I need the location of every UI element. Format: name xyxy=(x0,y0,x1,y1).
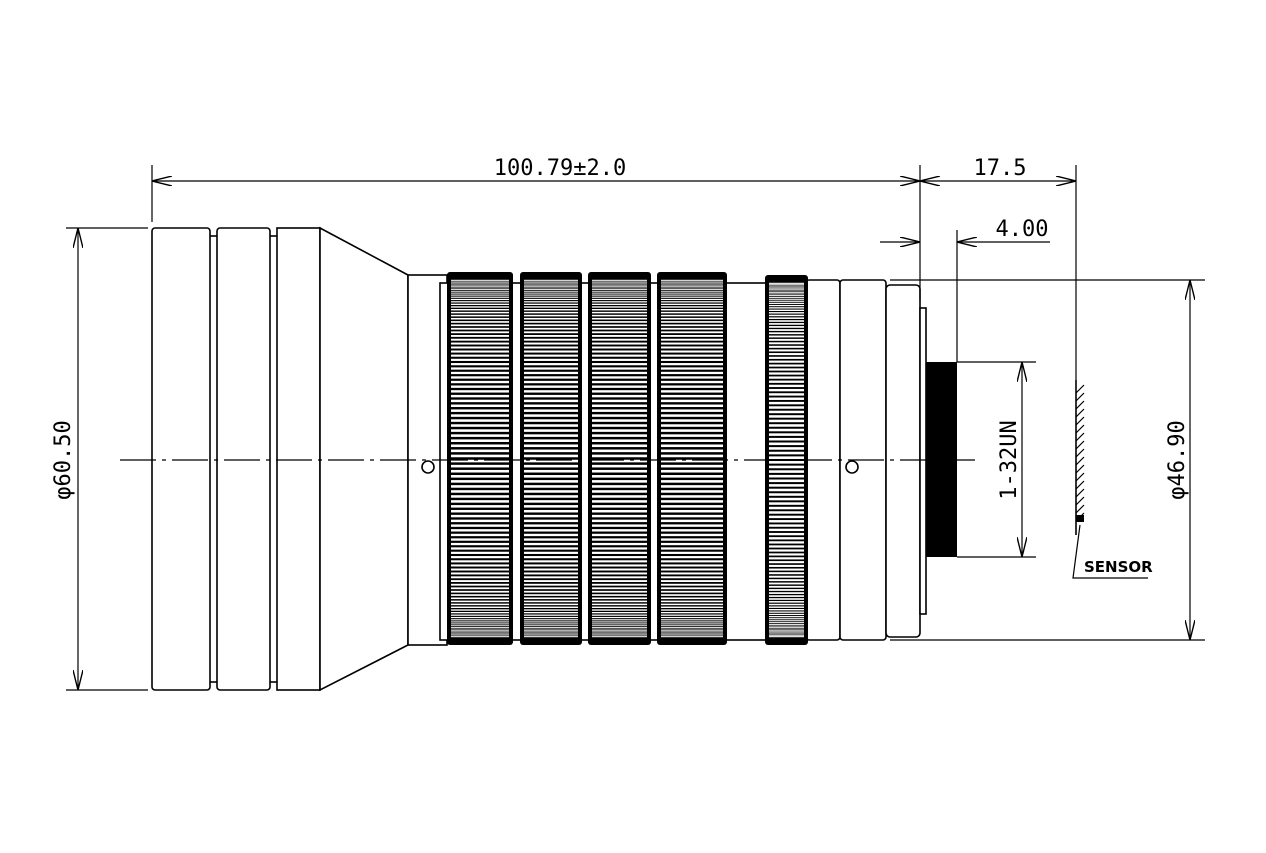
knurl-ring-2[interactable] xyxy=(520,272,582,645)
index-mark-icon-2 xyxy=(845,460,859,474)
rear-ring-3 xyxy=(885,284,921,638)
thread-label: 1-32UN xyxy=(997,420,1022,499)
mount-flange xyxy=(919,307,927,615)
flange-depth-label: 4.00 xyxy=(996,217,1049,242)
dim-flange-depth: 4.00 xyxy=(880,217,1050,362)
focus-zoom-rings xyxy=(447,272,808,645)
front-rings xyxy=(151,227,321,691)
back-focal-label: 17.5 xyxy=(974,156,1027,181)
overall-length-label: 100.79±2.0 xyxy=(494,156,626,181)
knurl-ring-3[interactable] xyxy=(588,272,651,645)
index-mark-icon xyxy=(421,460,435,474)
sensor-label: SENSOR xyxy=(1084,558,1153,576)
knurl-ring-1[interactable] xyxy=(447,272,513,645)
lens-cone xyxy=(319,226,409,692)
dim-rear-diameter: φ46.90 xyxy=(890,279,1205,641)
dim-overall-length: 100.79±2.0 17.5 xyxy=(151,156,1077,380)
sensor-plane: SENSOR xyxy=(1072,380,1153,579)
dim-thread: 1-32UN xyxy=(957,361,1036,558)
dim-front-diameter: φ60.50 xyxy=(51,227,148,691)
front-diameter-label: φ60.50 xyxy=(51,420,76,499)
aperture-ring[interactable] xyxy=(765,275,808,645)
rear-diameter-label: φ46.90 xyxy=(1165,420,1190,499)
knurl-ring-4[interactable] xyxy=(657,272,727,645)
